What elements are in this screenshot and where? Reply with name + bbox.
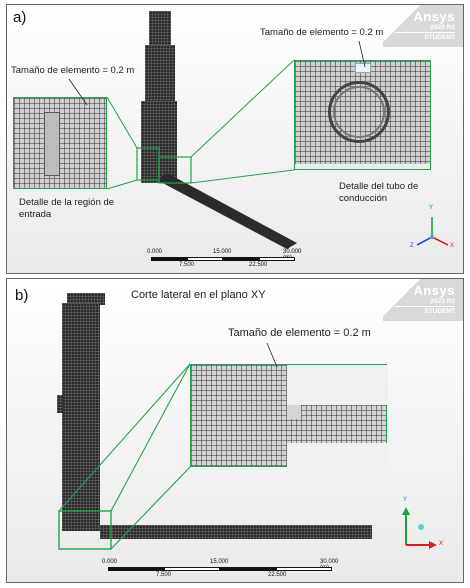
panel-b-side-section: Ansys 2023 R1 STUDENT b) Corte lateral e… (6, 278, 464, 583)
tower-upper (145, 45, 175, 103)
tube-bottom-strip (295, 164, 430, 169)
triad-x-label: X (450, 243, 455, 249)
inlet-connector-bottom (106, 179, 138, 190)
detail-connector-top (110, 363, 191, 512)
conduction-pipe (157, 173, 297, 249)
tube-detail-view (294, 60, 431, 170)
inlet-detail-label: Detalle de la región de entrada (19, 197, 115, 220)
tube-inner-circle (333, 86, 385, 138)
detail-void-bottom (287, 443, 388, 468)
elem-size-label-left: Tamaño de elemento = 0.2 m (11, 65, 135, 76)
triad-y-label: Y (403, 497, 408, 503)
triad-z-label: Z (410, 243, 414, 249)
tube-connector-top (190, 59, 295, 158)
ansys-logo: Ansys 2023 R1 STUDENT (395, 283, 455, 315)
ansys-logo: Ansys 2023 R1 STUDENT (395, 9, 455, 41)
column-side-opening (57, 395, 63, 413)
triad-x-label: X (439, 541, 444, 547)
tower-lower (141, 101, 177, 183)
inlet-detail-view (13, 97, 107, 189)
tube-circle (328, 81, 390, 143)
triad-x-arrow (429, 541, 437, 549)
tower-top (149, 11, 171, 47)
triad-view-dot (418, 524, 424, 530)
triad-origin (430, 235, 434, 239)
vertical-column (62, 303, 100, 531)
section-title: Corte lateral en el plano XY (131, 289, 266, 301)
tube-detail-label: Detalle del tubo de conducción (339, 181, 419, 204)
inlet-connector-top (106, 96, 138, 149)
brand-background (383, 5, 463, 47)
triad-y-label: Y (429, 205, 434, 211)
triad-z-axis (416, 236, 433, 246)
elem-size-label: Tamaño de elemento = 0.2 m (228, 327, 371, 339)
panel-b-letter: b) (15, 287, 29, 304)
brand-background (383, 279, 463, 321)
panel-a-letter: a) (13, 9, 27, 26)
column-cap (67, 293, 105, 305)
inlet-opening (44, 112, 60, 176)
junction-detail-view (190, 364, 388, 468)
triad-x-axis (431, 236, 449, 246)
elem-size-label-right: Tamaño de elemento = 0.2 m (260, 27, 384, 38)
panel-a-isometric-view: Ansys 2023 R1 STUDENT a) Tama (6, 4, 464, 274)
triad-y-arrow (402, 507, 410, 515)
horizontal-pipe (100, 525, 372, 539)
detail-void-top (287, 365, 388, 405)
tube-connector-bottom (190, 169, 295, 184)
tube-top-opening (355, 63, 371, 73)
